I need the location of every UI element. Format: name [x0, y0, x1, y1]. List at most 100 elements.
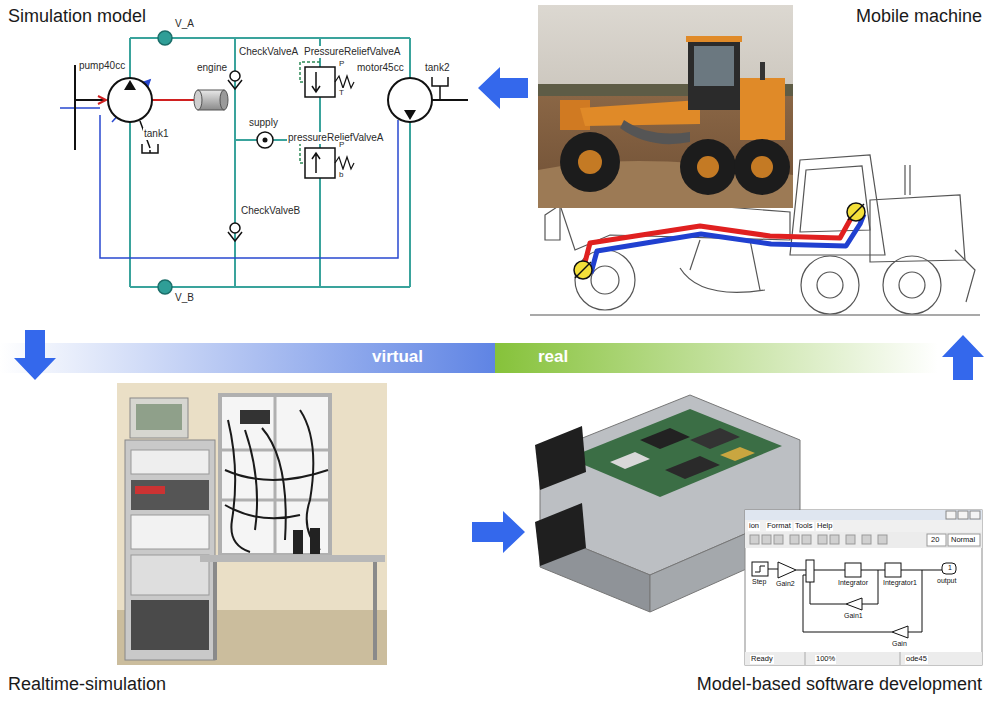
- test-bench-photo-part-part: [228, 420, 250, 552]
- test-bench-photo-part: [125, 440, 215, 660]
- ui-label: Tools: [794, 522, 814, 531]
- flow-arrow: [14, 330, 56, 380]
- test-bench-photo-part: [131, 515, 209, 549]
- supply-symbol-part: [263, 138, 268, 143]
- simulink-window-part: [805, 652, 900, 665]
- motor-symbol: [388, 78, 432, 122]
- simulink-window-part: [745, 532, 982, 548]
- virtual-real-band-part: [495, 343, 987, 373]
- simulink-window-part: [927, 534, 946, 546]
- hydraulic-hose-part: [583, 212, 856, 270]
- test-bench-photo-part: [135, 486, 165, 494]
- image-panel: Realtime-simulation: [2, 380, 472, 700]
- test-bench-photo-part: [117, 383, 387, 665]
- grader-drawing-part: [955, 250, 975, 302]
- volume-node-part: [158, 280, 172, 294]
- grader-photo-part: [686, 36, 742, 42]
- check-valve-symbol-part: [228, 80, 242, 89]
- grader-drawing-part: [883, 256, 941, 314]
- relief-valve-symbol: [300, 62, 354, 178]
- relief-valve-symbol-part: [312, 153, 320, 173]
- engine-symbol-part: [194, 90, 202, 110]
- component-label: pressureReliefValveA: [287, 132, 384, 144]
- supply-symbol-part: [257, 132, 273, 148]
- simulink-window-part: [745, 520, 982, 532]
- flow-arrow: [472, 511, 525, 553]
- simulink-window-part-part: [774, 535, 783, 544]
- panel-caption: Mobile machine: [856, 6, 982, 28]
- panel-caption: Model-based software development: [697, 674, 982, 696]
- grader-photo-part: [620, 120, 690, 144]
- simulink-window-part-part: [755, 566, 765, 572]
- grader-drawing-part: [801, 256, 859, 314]
- ui-label: output: [936, 577, 957, 585]
- simulink-window-part-part: [845, 563, 861, 577]
- pump-marker-part: [575, 262, 591, 278]
- tank-symbol-part: [432, 77, 448, 100]
- test-bench-photo-part-part: [225, 505, 300, 518]
- grader-photo-part: [680, 139, 736, 195]
- relief-valve-symbol-part: [335, 157, 354, 169]
- check-valve-symbol-part: [230, 223, 240, 233]
- panel-caption: Realtime-simulation: [8, 674, 166, 696]
- ui-label: Normal: [950, 536, 976, 545]
- volume-node: [158, 31, 172, 294]
- simulink-window-part-part: [790, 535, 799, 544]
- virtual-real-band: [0, 343, 987, 373]
- image-panel: Model-based software development: [525, 380, 985, 700]
- test-bench-photo-part: [130, 398, 188, 438]
- simulink-window-part-part: [750, 535, 759, 544]
- grader-photo-part: [760, 62, 765, 80]
- simulink-window-part-part: [768, 569, 942, 632]
- ecu-picture-part: [568, 409, 782, 497]
- component-label: P: [338, 59, 345, 68]
- grader-photo-part: [560, 132, 620, 192]
- flow-arrow: [478, 67, 528, 109]
- virtual-real-band-part: [0, 343, 495, 373]
- ui-label: 20: [930, 536, 940, 545]
- component-label: motor45cc: [356, 62, 405, 74]
- motor-symbol-part: [404, 110, 416, 120]
- component-label: P: [338, 140, 345, 149]
- ui-label: Gain2: [775, 580, 796, 588]
- component-label: b: [338, 170, 344, 179]
- pump-marker-part: [848, 204, 864, 220]
- grader-photo-part: [694, 46, 734, 86]
- control-line-part: [60, 108, 398, 258]
- component-label: PressureReliefValveA: [303, 46, 402, 58]
- grader-photo-part: [580, 100, 700, 126]
- test-bench-photo-part: [220, 395, 330, 555]
- ui-label: 1: [947, 564, 953, 572]
- ui-label: Format: [766, 522, 792, 531]
- simulink-window-part-part: [802, 535, 811, 544]
- simulink-window-part-part: [762, 535, 771, 544]
- pump-marker-part: [574, 261, 592, 279]
- ui-label: 100%: [815, 655, 836, 664]
- hydraulic-lines-part: [130, 38, 410, 287]
- grader-photo-part: [740, 78, 785, 140]
- engine-shaft-part: [98, 96, 106, 104]
- component-label: CheckValveB: [240, 205, 301, 217]
- simulink-window-part-part: [942, 563, 956, 574]
- test-bench-photo-part: [215, 562, 375, 660]
- ecu-picture-part: [610, 452, 650, 469]
- test-bench-photo-part: [131, 450, 209, 474]
- ui-label: Help: [816, 522, 833, 531]
- simulink-window-part-part: [846, 598, 862, 610]
- ui-label: Ready: [750, 655, 774, 664]
- grader-drawing-part: [817, 272, 843, 298]
- grader-drawing-part: [680, 240, 765, 292]
- relief-valve-symbol-part: [312, 72, 320, 92]
- tank-symbol: [140, 77, 448, 153]
- ui-label: Gain1: [843, 612, 864, 620]
- relief-valve-symbol-part: [305, 67, 335, 97]
- pump-symbol-part: [124, 80, 136, 90]
- grader-photo-part: [688, 40, 740, 110]
- simulink-window-part-part: [752, 562, 768, 576]
- pump-symbol: [108, 78, 152, 122]
- simulink-window-part: [752, 560, 956, 638]
- pump-marker: [574, 203, 865, 279]
- image-panel: Mobile machine: [528, 2, 985, 335]
- component-label: supply: [248, 117, 279, 129]
